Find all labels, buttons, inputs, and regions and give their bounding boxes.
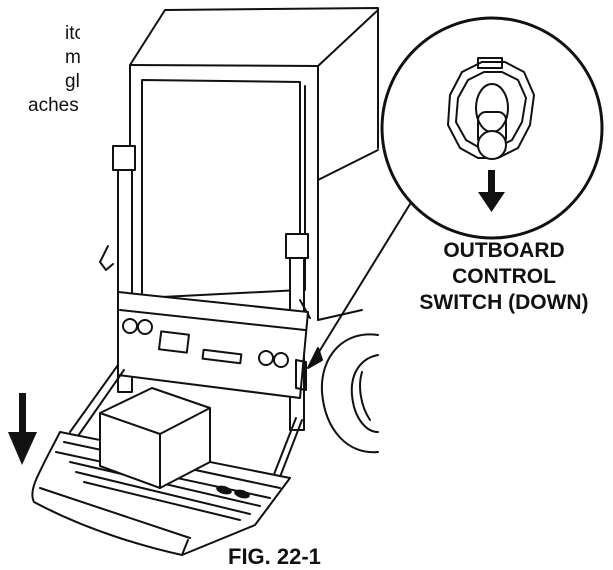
callout-line-3: SWITCH (DOWN): [419, 291, 589, 314]
instruction-text: itch m gle aches: [0, 22, 80, 152]
leader-arrowhead: [307, 347, 323, 369]
callout-label: OUTBOARD CONTROL SWITCH (DOWN): [404, 238, 604, 316]
truck-body: [129, 7, 379, 321]
down-arrow-icon: [8, 393, 37, 465]
toggle-switch-icon: [447, 57, 535, 160]
instruction-line-4: aches: [28, 95, 79, 116]
instruction-line-3: gle: [65, 71, 80, 92]
footprint-icon: [216, 485, 250, 499]
figure-caption: FIG. 22-1: [228, 544, 321, 569]
support-arms: [69, 364, 303, 509]
callout-line-2: CONTROL: [452, 265, 556, 288]
instruction-line-1: itch: [65, 23, 80, 44]
callout-leader-line: [313, 195, 416, 361]
truck-tire: [320, 333, 379, 454]
instruction-line-2: m: [65, 47, 80, 68]
switch-callout-circle: [380, 16, 604, 240]
cargo-box: [99, 387, 211, 489]
callout-line-1: OUTBOARD: [443, 239, 565, 262]
liftgate-crossbar: [117, 291, 309, 399]
